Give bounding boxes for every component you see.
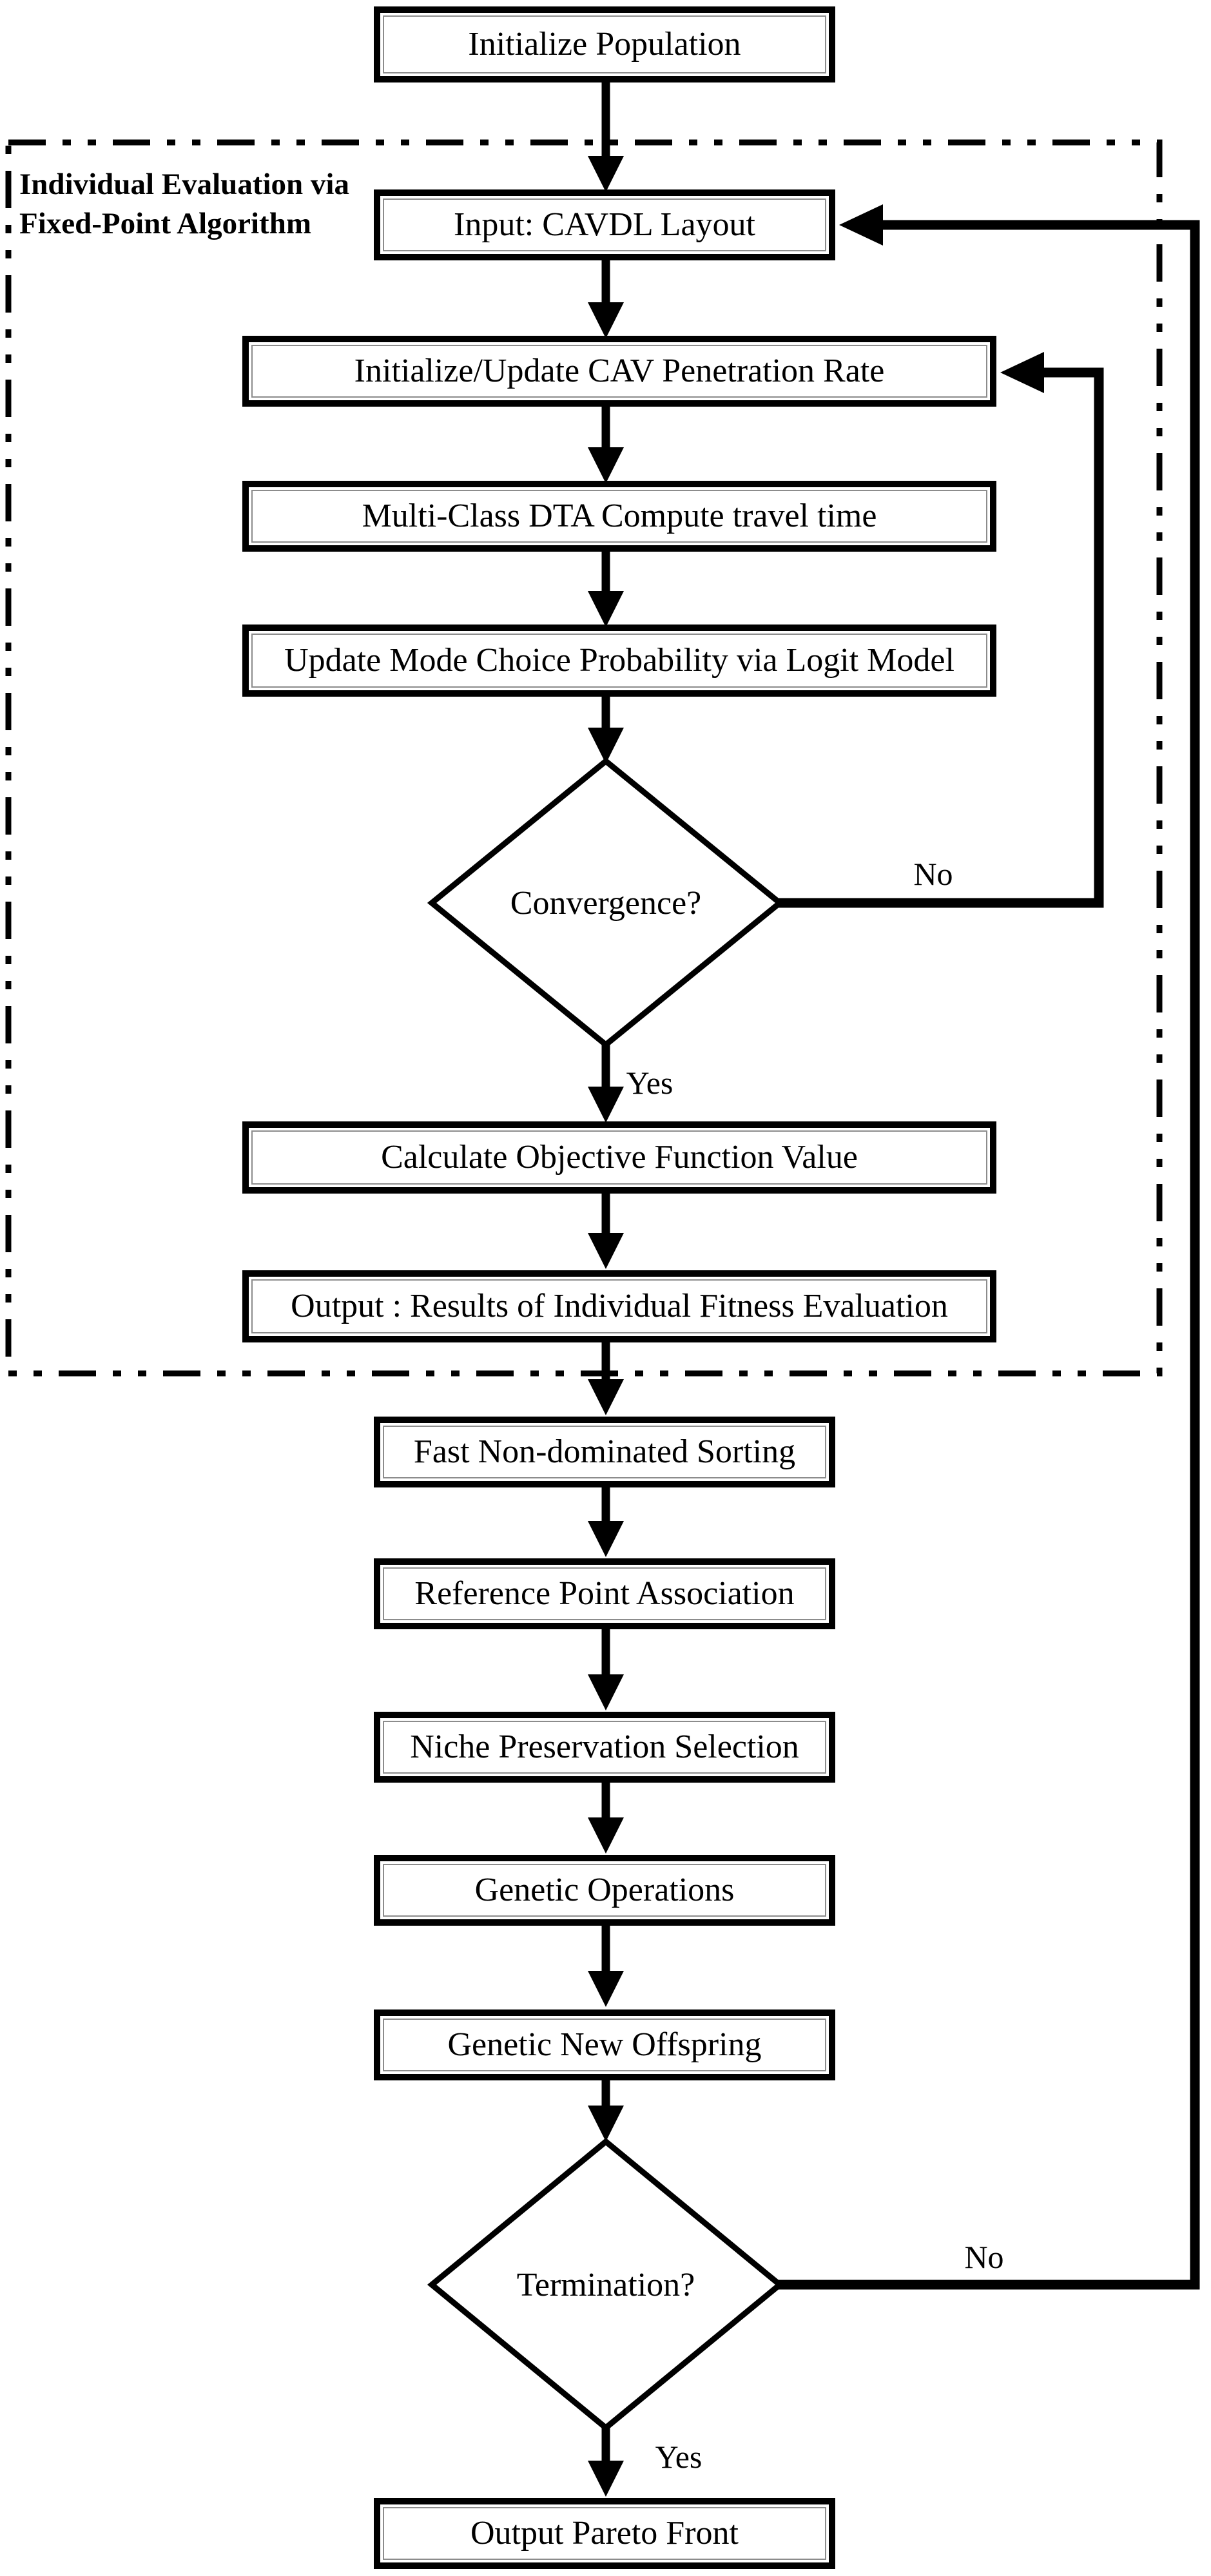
node-niche-preservation-selection-label: Niche Preservation Selection	[410, 1728, 799, 1765]
connector-mode-choice-to-convergence	[588, 695, 624, 764]
connector-input-to-rate	[588, 259, 624, 338]
node-output-fitness-results-label: Output : Results of Individual Fitness E…	[291, 1287, 948, 1324]
arrow-down-icon	[588, 591, 624, 627]
node-initialize-update-cav-penetration-rate: Initialize/Update CAV Penetration Rate	[242, 336, 996, 407]
node-calculate-objective: Calculate Objective Function Value	[242, 1121, 996, 1194]
connector-genetic-ops-to-offspring	[588, 1924, 624, 2007]
arrow-down-icon	[588, 1087, 624, 1123]
node-multi-class-dta: Multi-Class DTA Compute travel time	[242, 481, 996, 552]
connector-objective-to-output	[588, 1192, 624, 1269]
arrow-left-icon	[1000, 352, 1044, 393]
node-initialize-population-label: Initialize Population	[468, 25, 741, 63]
node-fast-non-dominated-sorting: Fast Non-dominated Sorting	[374, 1417, 835, 1487]
node-output-fitness-results: Output : Results of Individual Fitness E…	[242, 1270, 996, 1342]
node-input-cavdl-layout: Input: CAVDL Layout	[374, 189, 835, 260]
connector-refpoint-to-niche	[588, 1628, 624, 1710]
connector-init-pop-to-input	[588, 81, 624, 192]
group-dashed-border	[5, 139, 1163, 1377]
node-reference-point-association-label: Reference Point Association	[414, 1574, 795, 1612]
decision-convergence: Convergence?	[432, 880, 780, 925]
arrow-down-icon	[588, 1971, 624, 2007]
arrow-down-icon	[588, 1817, 624, 1854]
arrow-down-icon	[588, 2106, 624, 2142]
connector-termination-yes	[588, 2428, 624, 2497]
group-label-line2: Fixed-Point Algorithm	[19, 207, 311, 240]
arrow-down-icon	[588, 2461, 624, 2497]
edge-label-termination-no: No	[964, 2239, 1004, 2275]
node-update-mode-choice: Update Mode Choice Probability via Logit…	[242, 625, 996, 697]
edge-label-convergence-no: No	[913, 856, 953, 892]
decision-convergence-label: Convergence?	[510, 884, 702, 922]
node-input-cavdl-layout-label: Input: CAVDL Layout	[454, 206, 755, 243]
node-genetic-new-offspring: Genetic New Offspring	[374, 2009, 835, 2080]
arrow-down-icon	[588, 1233, 624, 1269]
arrow-down-icon	[588, 1521, 624, 1557]
connector-convergence-no-loop	[779, 352, 1104, 908]
edge-label-convergence-yes: Yes	[626, 1065, 673, 1101]
arrow-down-icon	[588, 1674, 624, 1710]
group-label-line1: Individual Evaluation via	[19, 168, 349, 201]
arrow-left-icon	[839, 204, 883, 246]
decision-termination: Termination?	[432, 2262, 780, 2307]
node-output-pareto-front: Output Pareto Front	[374, 2498, 835, 2569]
decision-termination-shape	[427, 2138, 785, 2432]
group-label: Individual Evaluation via Fixed-Point Al…	[19, 165, 349, 244]
node-reference-point-association: Reference Point Association	[374, 1558, 835, 1629]
connector-convergence-yes	[588, 1045, 624, 1123]
node-genetic-operations-label: Genetic Operations	[474, 1871, 735, 1908]
connector-sorting-to-refpoint	[588, 1486, 624, 1557]
connector-termination-no-loop	[779, 204, 1200, 2290]
node-calculate-objective-label: Calculate Objective Function Value	[381, 1138, 858, 1176]
decision-convergence-shape	[427, 757, 785, 1049]
node-genetic-new-offspring-label: Genetic New Offspring	[447, 2026, 762, 2063]
edge-label-termination-yes: Yes	[655, 2439, 702, 2475]
arrow-down-icon	[588, 1379, 624, 1415]
node-initialize-population: Initialize Population	[374, 6, 835, 82]
node-niche-preservation-selection: Niche Preservation Selection	[374, 1712, 835, 1783]
node-initialize-update-cav-penetration-rate-label: Initialize/Update CAV Penetration Rate	[354, 352, 885, 389]
decision-termination-label: Termination?	[516, 2266, 695, 2303]
node-genetic-operations: Genetic Operations	[374, 1855, 835, 1926]
arrow-down-icon	[588, 156, 624, 192]
arrow-down-icon	[588, 302, 624, 338]
node-output-pareto-front-label: Output Pareto Front	[470, 2514, 739, 2552]
connector-rate-to-dta	[588, 405, 624, 483]
connector-niche-to-genetic-ops	[588, 1781, 624, 1854]
node-fast-non-dominated-sorting-label: Fast Non-dominated Sorting	[413, 1433, 796, 1470]
arrow-down-icon	[588, 447, 624, 483]
node-update-mode-choice-label: Update Mode Choice Probability via Logit…	[284, 641, 954, 679]
connector-offspring-to-termination	[588, 2079, 624, 2142]
connector-dta-to-mode-choice	[588, 550, 624, 627]
connector-output-to-sorting	[588, 1342, 624, 1415]
arrow-down-icon	[588, 728, 624, 764]
node-multi-class-dta-label: Multi-Class DTA Compute travel time	[362, 497, 877, 534]
